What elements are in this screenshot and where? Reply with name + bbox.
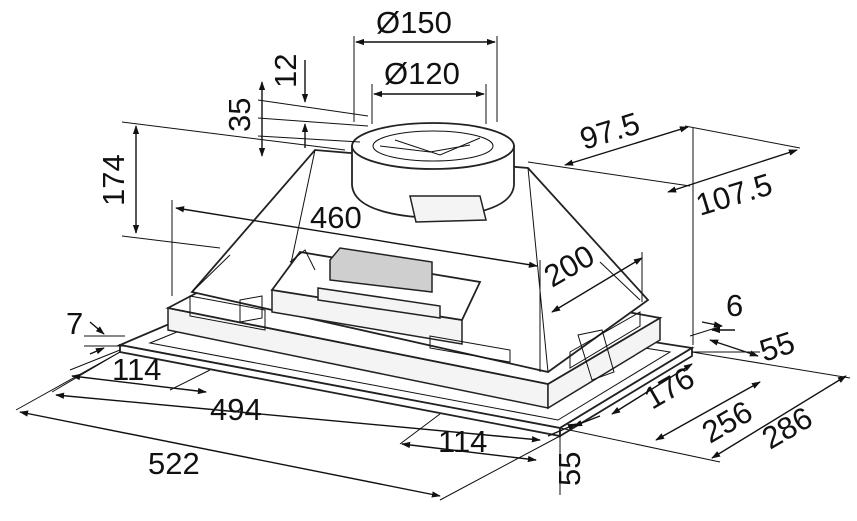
label-d107-5: 107.5 xyxy=(692,167,776,223)
label-d120: Ø120 xyxy=(384,56,460,91)
label-d494: 494 xyxy=(210,392,262,427)
label-d150: Ø150 xyxy=(376,5,452,40)
label-d97-5: 97.5 xyxy=(576,106,644,157)
dimension-lines xyxy=(15,36,851,501)
label-d522: 522 xyxy=(148,446,200,481)
label-d460: 460 xyxy=(310,200,362,235)
label-d114-bottom: 114 xyxy=(438,424,487,459)
label-d174: 174 xyxy=(96,154,131,206)
label-d55-bottom: 55 xyxy=(552,452,587,486)
label-d114-left: 114 xyxy=(112,352,161,387)
label-d256: 256 xyxy=(696,394,758,450)
label-d55-right: 55 xyxy=(755,325,799,369)
label-d12: 12 xyxy=(268,54,303,88)
label-d35: 35 xyxy=(222,98,257,132)
label-d6: 6 xyxy=(726,288,743,323)
dimension-labels: Ø150 Ø120 12 35 174 97.5 107.5 460 200 7… xyxy=(66,5,818,486)
exhaust-spigot xyxy=(351,122,515,223)
label-d286: 286 xyxy=(756,400,818,456)
label-d7: 7 xyxy=(66,306,83,341)
